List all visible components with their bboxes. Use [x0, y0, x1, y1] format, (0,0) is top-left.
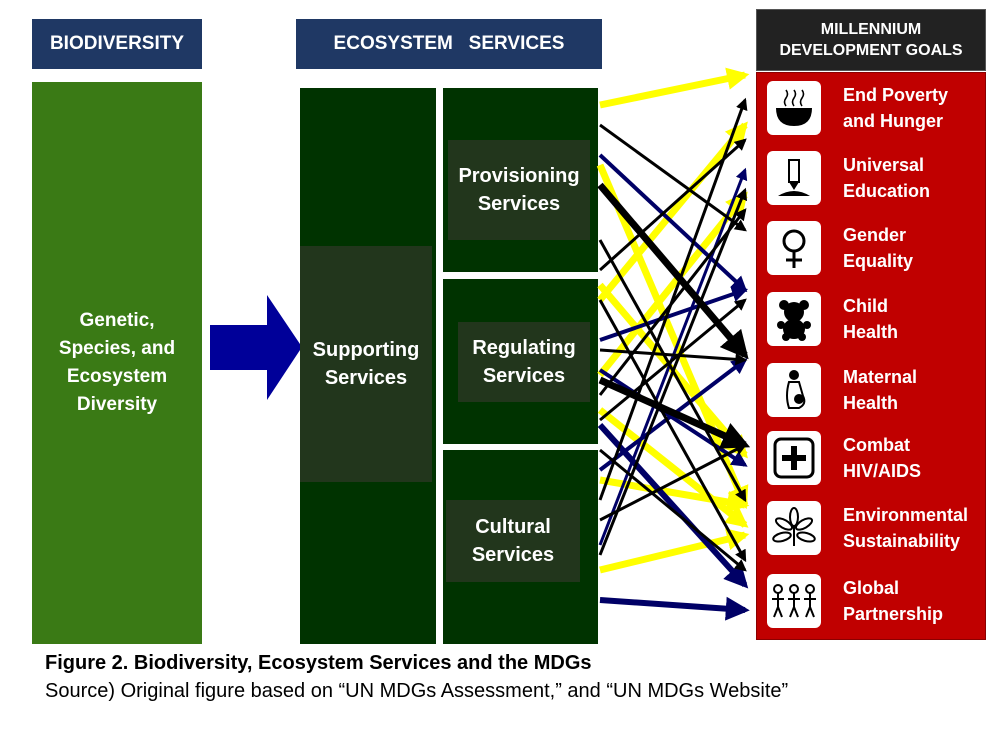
connection-arrow: [599, 443, 748, 522]
connection-arrow: [599, 286, 749, 342]
provisioning-services-label: Provisioning Services: [448, 140, 590, 240]
mdg-item: Gender Equality: [757, 213, 985, 283]
ecosystem-services-header: ECOSYSTEM SERVICES: [296, 19, 602, 69]
plant-icon: [767, 501, 821, 555]
mdg-item: Child Health: [757, 283, 985, 355]
biodiversity-box: Genetic, Species, and Ecosystem Diversit…: [32, 82, 202, 644]
female-symbol-icon: [767, 221, 821, 275]
people-icon: [767, 574, 821, 628]
bowl-icon: [767, 81, 821, 135]
mdg-item: Maternal Health: [757, 355, 985, 425]
mdg-panel: End Poverty and Hunger Universal Educati…: [756, 72, 986, 640]
pregnant-woman-icon: [767, 363, 821, 417]
mdg-item: End Poverty and Hunger: [757, 73, 985, 143]
plus-icon: [767, 431, 821, 485]
mdg-label: End Poverty and Hunger: [837, 80, 955, 136]
figure-caption-title: Figure 2. Biodiversity, Ecosystem Servic…: [45, 652, 592, 674]
mdg-item: Combat HIV/AIDS: [757, 425, 985, 491]
mdg-header: MILLENNIUM DEVELOPMENT GOALS: [756, 9, 986, 71]
mdg-label: Global Partnership: [837, 573, 950, 629]
supporting-services-label: Supporting Services: [300, 246, 432, 482]
connection-arrow: [598, 153, 748, 293]
connection-arrow: [599, 298, 747, 422]
mdg-label: Environmental Sustainability: [837, 500, 975, 556]
regulating-services-label: Regulating Services: [458, 322, 590, 402]
biodiversity-header: BIODIVERSITY: [32, 19, 202, 69]
connection-arrow: [598, 187, 748, 556]
mdg-item: Universal Education: [757, 143, 985, 213]
connection-arrow: [598, 376, 751, 449]
teddy-bear-icon: [767, 292, 821, 346]
connection-arrow: [598, 138, 747, 272]
big-arrow-icon: [210, 295, 302, 400]
cultural-services-label: Cultural Services: [446, 500, 580, 582]
connection-arrow: [598, 167, 748, 546]
figure-caption-source: Source) Original figure based on “UN MDG…: [45, 680, 789, 702]
connection-arrow: [598, 97, 748, 501]
mdg-item: Global Partnership: [757, 565, 985, 637]
mdg-label: Universal Education: [837, 150, 937, 206]
connection-arrow: [598, 299, 747, 563]
connection-arrow: [599, 448, 747, 572]
pencil-icon: [767, 151, 821, 205]
connection-arrow: [599, 67, 750, 109]
mdg-label: Combat HIV/AIDS: [837, 430, 928, 486]
mdg-label: Maternal Health: [837, 362, 924, 418]
connection-arrow: [599, 123, 747, 232]
connection-arrow: [599, 528, 750, 574]
connection-arrow: [597, 121, 748, 303]
connection-arrow: [597, 422, 749, 589]
mdg-label: Gender Equality: [837, 220, 920, 276]
mdg-label: Child Health: [837, 291, 905, 347]
mdg-item: Environmental Sustainability: [757, 491, 985, 565]
connection-arrow: [597, 182, 749, 360]
connection-arrow: [599, 596, 750, 621]
connection-arrow: [599, 348, 748, 366]
